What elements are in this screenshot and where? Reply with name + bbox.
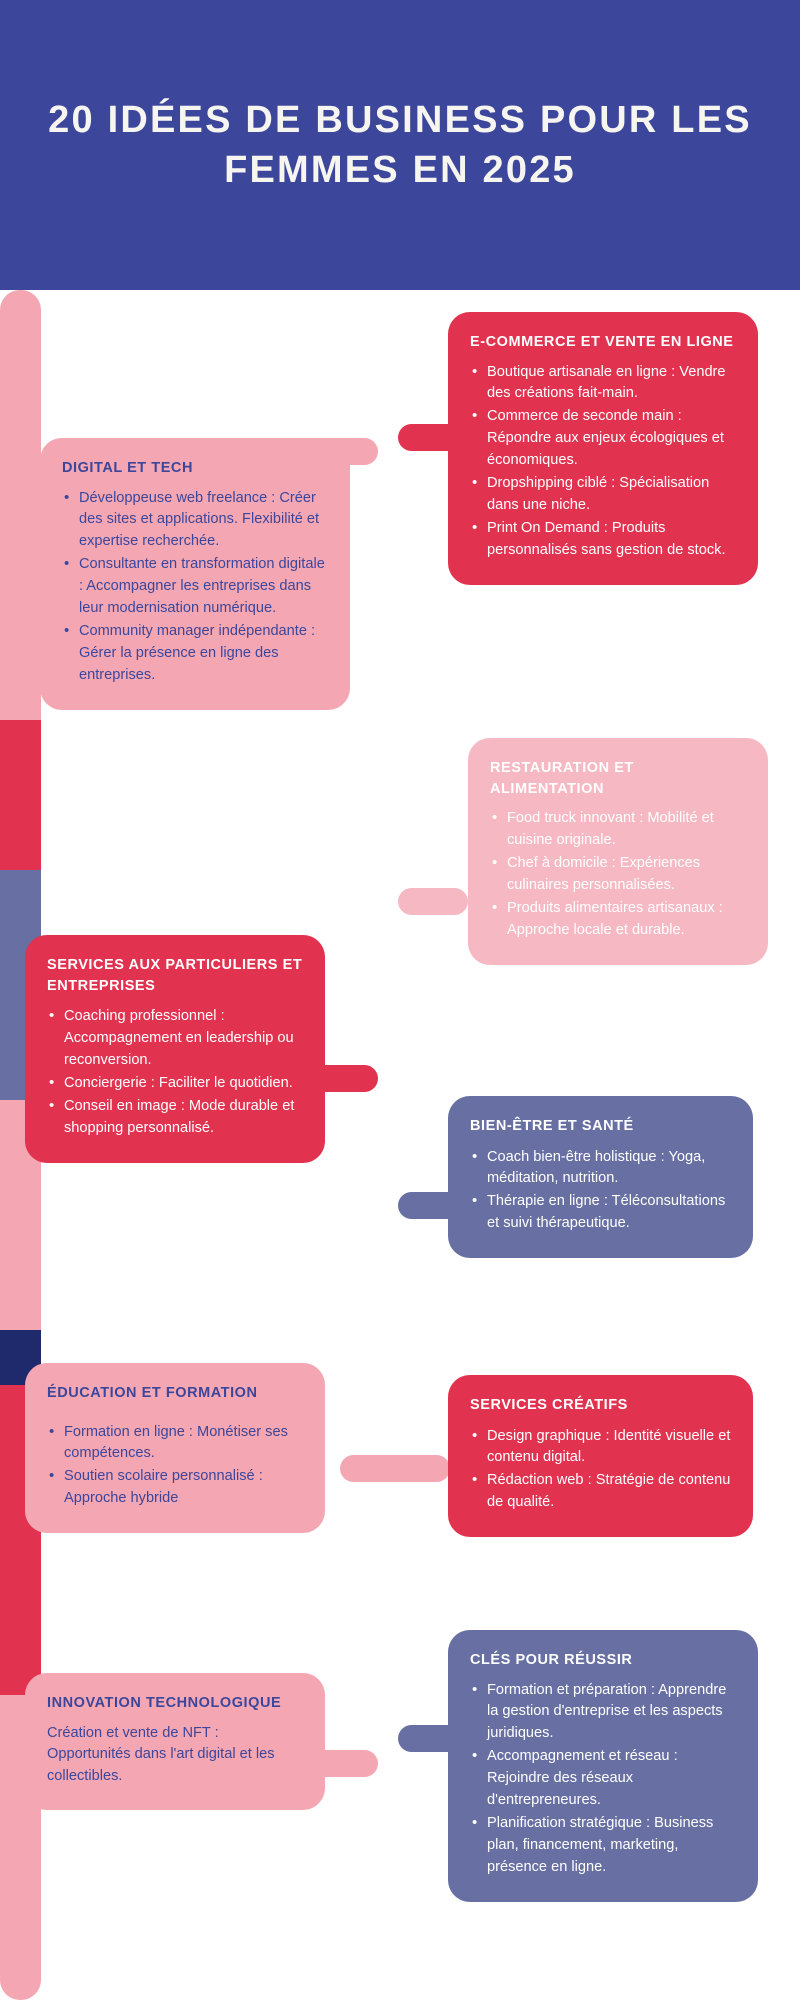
list-item: Formation et préparation : Apprendre la … bbox=[470, 1679, 736, 1746]
card-innovation[interactable]: INNOVATION TECHNOLOGIQUE Création et ven… bbox=[25, 1673, 325, 1811]
card-title-digital-tech: DIGITAL ET TECH bbox=[62, 460, 193, 476]
card-title-restauration: RESTAURATION ET ALIMENTATION bbox=[490, 760, 634, 797]
list-item: Formation en ligne : Monétiser ses compé… bbox=[47, 1421, 303, 1466]
header-banner: 20 IDÉES DE BUSINESS POUR LES FEMMES EN … bbox=[0, 0, 800, 290]
list-item: Boutique artisanale en ligne : Vendre de… bbox=[470, 361, 736, 406]
list-item: Food truck innovant : Mobilité et cuisin… bbox=[490, 807, 746, 852]
page-title: 20 IDÉES DE BUSINESS POUR LES FEMMES EN … bbox=[48, 98, 752, 191]
list-item: Thérapie en ligne : Téléconsultations et… bbox=[470, 1190, 731, 1235]
list-item: Rédaction web : Stratégie de contenu de … bbox=[470, 1469, 731, 1514]
card-title-innovation: INNOVATION TECHNOLOGIQUE bbox=[47, 1695, 282, 1711]
list-item: Conciergerie : Faciliter le quotidien. bbox=[47, 1072, 303, 1095]
list-item: Community manager indépendante : Gérer l… bbox=[62, 620, 328, 687]
card-cles-reussir[interactable]: CLÉS POUR RÉUSSIR Formation et préparati… bbox=[448, 1630, 758, 1902]
card-list-services-creatifs: Design graphique : Identité visuelle et … bbox=[470, 1425, 731, 1515]
card-list-cles-reussir: Formation et préparation : Apprendre la … bbox=[470, 1679, 736, 1879]
card-restauration[interactable]: RESTAURATION ET ALIMENTATION Food truck … bbox=[468, 738, 768, 965]
card-title-education: ÉDUCATION ET FORMATION bbox=[47, 1385, 258, 1401]
card-list-services-particuliers: Coaching professionnel : Accompagnement … bbox=[47, 1005, 303, 1140]
list-item: Développeuse web freelance : Créer des s… bbox=[62, 487, 328, 554]
card-list-digital-tech: Développeuse web freelance : Créer des s… bbox=[62, 487, 328, 687]
list-item: Dropshipping ciblé : Spécialisation dans… bbox=[470, 472, 736, 517]
card-services-creatifs[interactable]: SERVICES CRÉATIFS Design graphique : Ide… bbox=[448, 1375, 753, 1538]
card-list-bien-etre: Coach bien-être holistique : Yoga, médit… bbox=[470, 1146, 731, 1236]
card-education[interactable]: ÉDUCATION ET FORMATION Formation en lign… bbox=[25, 1363, 325, 1534]
list-item: Produits alimentaires artisanaux : Appro… bbox=[490, 897, 746, 942]
list-item: Design graphique : Identité visuelle et … bbox=[470, 1425, 731, 1470]
list-item: Consultante en transformation digitale :… bbox=[62, 553, 328, 620]
card-list-restauration: Food truck innovant : Mobilité et cuisin… bbox=[490, 807, 746, 942]
connector-stub-restauration bbox=[398, 888, 468, 915]
card-title-services-creatifs: SERVICES CRÉATIFS bbox=[470, 1397, 628, 1413]
card-paragraph-innovation: Création et vente de NFT : Opportunités … bbox=[47, 1724, 275, 1785]
card-list-e-commerce: Boutique artisanale en ligne : Vendre de… bbox=[470, 361, 736, 562]
card-list-education: Formation en ligne : Monétiser ses compé… bbox=[47, 1421, 303, 1511]
list-item: Conseil en image : Mode durable et shopp… bbox=[47, 1095, 303, 1140]
list-item: Print On Demand : Produits personnalisés… bbox=[470, 517, 736, 562]
list-item: Coach bien-être holistique : Yoga, médit… bbox=[470, 1146, 731, 1191]
card-title-bien-etre: BIEN-ÊTRE ET SANTÉ bbox=[470, 1118, 634, 1134]
list-item: Planification stratégique : Business pla… bbox=[470, 1812, 736, 1879]
list-item: Chef à domicile : Expériences culinaires… bbox=[490, 852, 746, 897]
list-item: Coaching professionnel : Accompagnement … bbox=[47, 1005, 303, 1072]
card-bien-etre[interactable]: BIEN-ÊTRE ET SANTÉ Coach bien-être holis… bbox=[448, 1096, 753, 1259]
card-services-particuliers[interactable]: SERVICES AUX PARTICULIERS ET ENTREPRISES… bbox=[25, 935, 325, 1163]
list-item: Soutien scolaire personnalisé : Approche… bbox=[47, 1465, 303, 1510]
connector-stub-education bbox=[340, 1455, 450, 1482]
spine-segment-2 bbox=[0, 720, 41, 870]
card-e-commerce[interactable]: E-COMMERCE ET VENTE EN LIGNE Boutique ar… bbox=[448, 312, 758, 585]
list-item: Commerce de seconde main : Répondre aux … bbox=[470, 405, 736, 472]
card-title-e-commerce: E-COMMERCE ET VENTE EN LIGNE bbox=[470, 334, 734, 350]
card-title-services-particuliers: SERVICES AUX PARTICULIERS ET ENTREPRISES bbox=[47, 957, 303, 994]
card-title-cles-reussir: CLÉS POUR RÉUSSIR bbox=[470, 1652, 633, 1668]
list-item: Accompagnement et réseau : Rejoindre des… bbox=[470, 1745, 736, 1812]
card-digital-tech[interactable]: DIGITAL ET TECH Développeuse web freelan… bbox=[40, 438, 350, 710]
spine-segment-1 bbox=[0, 290, 41, 720]
